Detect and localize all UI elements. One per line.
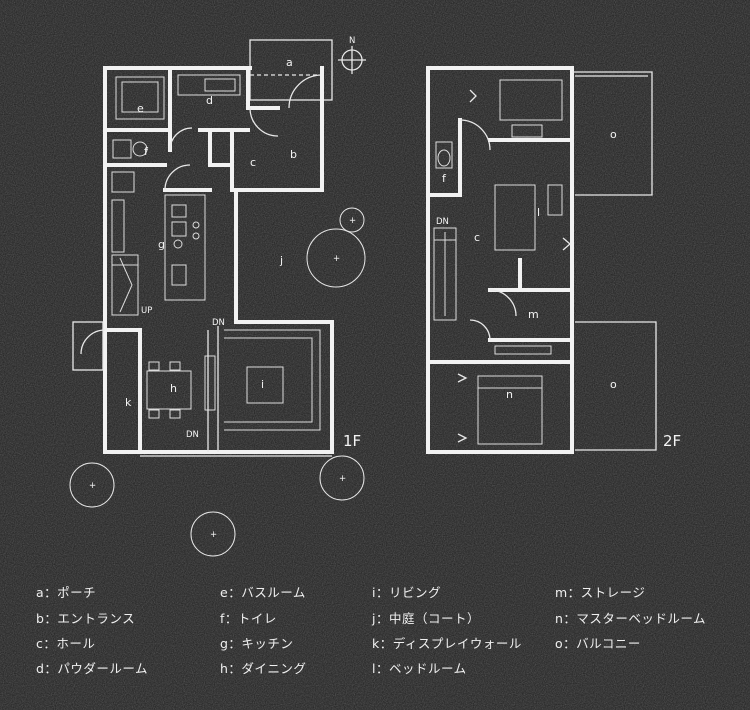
- legend-item-i: i：リビング: [372, 585, 441, 600]
- room-label-a: a: [286, 56, 293, 69]
- stair-up-label: UP: [141, 306, 152, 316]
- legend-item-o: o：バルコニー: [555, 636, 641, 651]
- legend-item-c: c：ホール: [36, 636, 96, 651]
- legend-item-g: g：キッチン: [220, 636, 294, 651]
- svg-text:+: +: [333, 254, 340, 264]
- floor-plan-1f: UP DN DN a e d b f c g j h i k 1F: [72, 39, 361, 457]
- stair-down-label-1f-bottom: DN: [186, 430, 199, 440]
- legend-item-l: l：ベッドルーム: [372, 661, 467, 676]
- legend-item-j: j：中庭（コート）: [372, 611, 480, 626]
- floor-label-1f: 1F: [343, 432, 361, 450]
- room-label-b: b: [290, 148, 297, 161]
- room-label-h: h: [170, 382, 177, 395]
- svg-text:+: +: [339, 474, 346, 484]
- room-label-i: i: [261, 378, 264, 391]
- floor-plan-2f: DN f c l m n o o 2F: [426, 66, 681, 454]
- trees: + + + + +: [69, 207, 366, 557]
- legend-item-n: n：マスターベッドルーム: [555, 611, 707, 626]
- room-label-f-2f: f: [442, 172, 447, 185]
- legend-item-f: f：トイレ: [220, 611, 277, 626]
- room-label-d: d: [206, 94, 213, 107]
- svg-text:+: +: [89, 481, 96, 491]
- north-compass: N: [338, 36, 366, 74]
- svg-text:+: +: [349, 216, 356, 226]
- room-label-g: g: [158, 238, 165, 251]
- legend-item-h: h：ダイニング: [220, 661, 307, 676]
- room-label-n: n: [506, 388, 513, 401]
- room-label-c-2f: c: [474, 231, 480, 244]
- legend-item-d: d：パウダールーム: [36, 661, 149, 676]
- room-label-o-top: o: [610, 128, 617, 141]
- legend-item-a: a：ポーチ: [36, 585, 97, 600]
- legend-item-k: k：ディスプレイウォール: [372, 636, 522, 651]
- stair-down-label-1f-top: DN: [212, 318, 225, 328]
- room-label-e: e: [137, 102, 144, 115]
- legend-item-b: b：エントランス: [36, 611, 136, 626]
- svg-text:+: +: [210, 530, 217, 540]
- legend-item-e: e：バスルーム: [220, 585, 306, 600]
- stair-down-label-2f: DN: [436, 217, 449, 227]
- north-label: N: [349, 36, 355, 46]
- room-label-m: m: [528, 308, 539, 321]
- room-label-c-1f: c: [250, 156, 256, 169]
- room-label-f-1f: f: [144, 145, 149, 158]
- room-label-j: j: [279, 254, 283, 267]
- room-label-o-bottom: o: [610, 378, 617, 391]
- floor-label-2f: 2F: [663, 432, 681, 450]
- room-label-k: k: [125, 396, 132, 409]
- room-label-l: l: [537, 206, 540, 219]
- legend-item-m: m：ストレージ: [555, 585, 646, 600]
